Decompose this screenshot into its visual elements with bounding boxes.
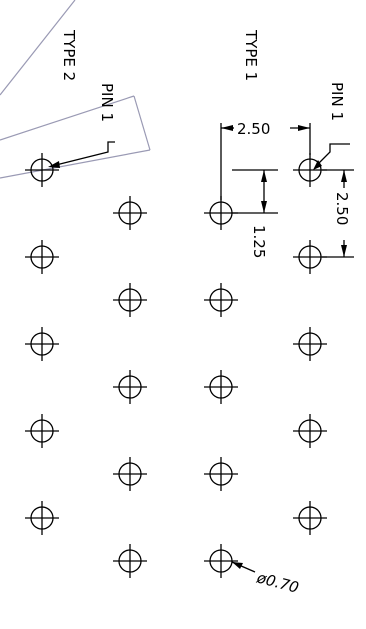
type1-pitch-horizontal: 2.50 xyxy=(237,120,270,138)
pad-hole xyxy=(204,283,238,317)
pad-hole xyxy=(25,414,59,448)
type2-outline xyxy=(0,0,151,179)
type1-row-offset: 1.25 xyxy=(250,225,268,258)
type2-pin1-leader xyxy=(48,141,115,168)
pad-hole xyxy=(204,544,238,578)
pad-hole xyxy=(293,153,327,187)
pad-hole xyxy=(25,501,59,535)
type2-title: TYPE 2 xyxy=(60,29,78,81)
type1-title: TYPE 1 xyxy=(242,29,260,81)
pad-grid xyxy=(25,153,327,578)
pad-hole xyxy=(113,196,147,230)
type2-pin-label: PIN 1 xyxy=(98,83,116,122)
type1-drill-diameter: ø0.70 xyxy=(254,568,301,597)
pad-hole xyxy=(293,327,327,361)
pad-hole xyxy=(204,457,238,491)
pad-hole xyxy=(25,327,59,361)
type1-dimensions xyxy=(220,123,354,573)
pad-hole xyxy=(25,153,59,187)
pad-hole xyxy=(113,457,147,491)
pad-hole xyxy=(204,370,238,404)
pad-hole xyxy=(113,370,147,404)
type1-pin-label: PIN 1 xyxy=(328,82,346,121)
pad-hole xyxy=(293,501,327,535)
pad-hole xyxy=(293,240,327,274)
pad-hole xyxy=(293,414,327,448)
pad-hole xyxy=(113,544,147,578)
type1-pitch-vertical: 2.50 xyxy=(333,192,351,225)
pad-hole xyxy=(113,283,147,317)
pad-hole xyxy=(25,240,59,274)
